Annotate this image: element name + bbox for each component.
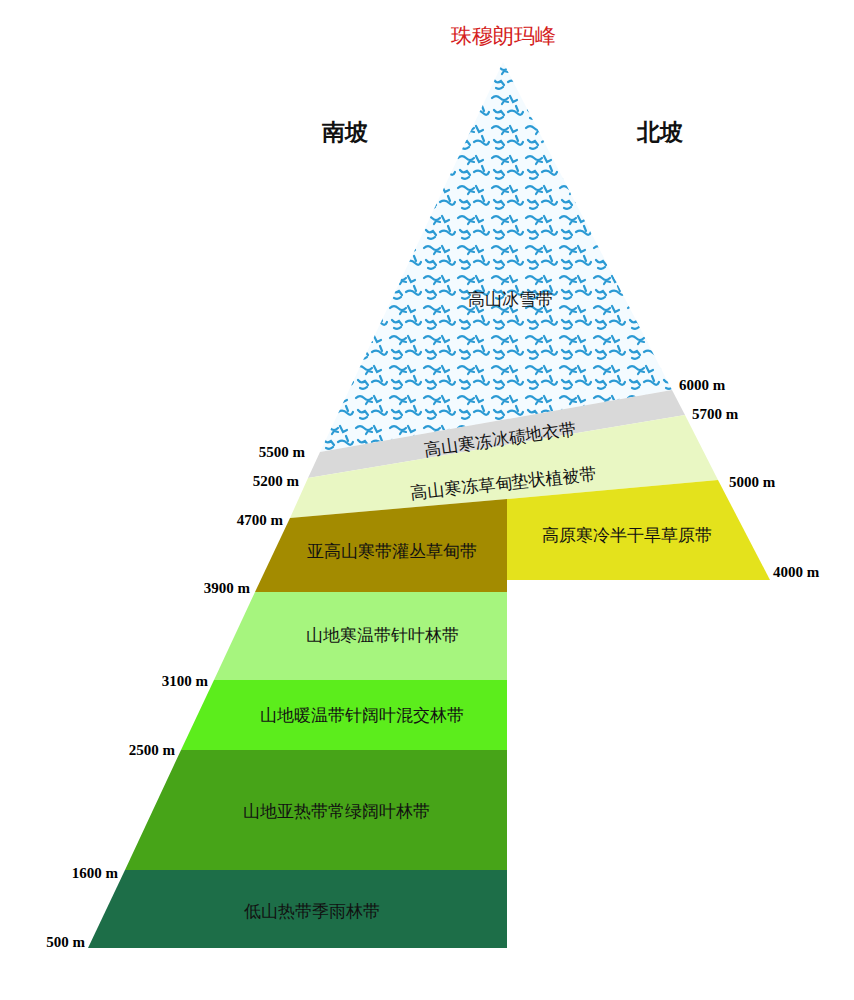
zone-label: 高山冰雪带 (468, 291, 553, 310)
band-fill (125, 750, 507, 870)
zone-band: 山地暖温带针阔叶混交林带 (181, 680, 507, 750)
zone-band: 亚高山寒带灌丛草甸带 (255, 499, 507, 592)
slope-label: 南坡 (322, 121, 368, 144)
band-shape (320, 62, 672, 452)
altitude-label: 4700 m (237, 513, 283, 528)
zone-band: 低山热带季雨林带 (88, 870, 507, 948)
zone-band: 高山冰雪带 (320, 62, 672, 452)
band-fill (181, 680, 507, 750)
band-fill (507, 480, 770, 580)
altitude-label: 6000 m (679, 378, 725, 393)
zone-label: 山地寒温带针叶林带 (306, 627, 459, 646)
zone-label: 低山热带季雨林带 (244, 903, 380, 922)
zone-band: 山地寒温带针叶林带 (214, 592, 507, 680)
altitude-label: 5200 m (253, 474, 299, 489)
altitude-label: 2500 m (129, 743, 175, 758)
band-fill (320, 62, 672, 452)
altitude-label: 5700 m (692, 407, 738, 422)
altitude-label: 5500 m (259, 445, 305, 460)
altitude-label: 3100 m (162, 674, 208, 689)
zone-band: 高原寒冷半干旱草原带 (507, 480, 770, 580)
altitude-label: 500 m (46, 935, 85, 950)
zone-label: 山地暖温带针阔叶混交林带 (260, 707, 464, 726)
altitude-label: 3900 m (204, 581, 250, 596)
peak-title: 珠穆朗玛峰 (451, 26, 556, 47)
zone-label: 亚高山寒带灌丛草甸带 (307, 543, 477, 562)
band-fill (214, 592, 507, 680)
band-fill (255, 499, 507, 592)
altitude-label: 5000 m (729, 475, 775, 490)
zone-label: 高原寒冷半干旱草原带 (542, 527, 712, 546)
altitude-label: 4000 m (773, 565, 819, 580)
slope-label: 北坡 (637, 121, 683, 144)
zone-band: 山地亚热带常绿阔叶林带 (125, 750, 507, 870)
zone-label: 山地亚热带常绿阔叶林带 (243, 803, 430, 822)
band-fill (88, 870, 507, 948)
altitude-label: 1600 m (72, 866, 118, 881)
